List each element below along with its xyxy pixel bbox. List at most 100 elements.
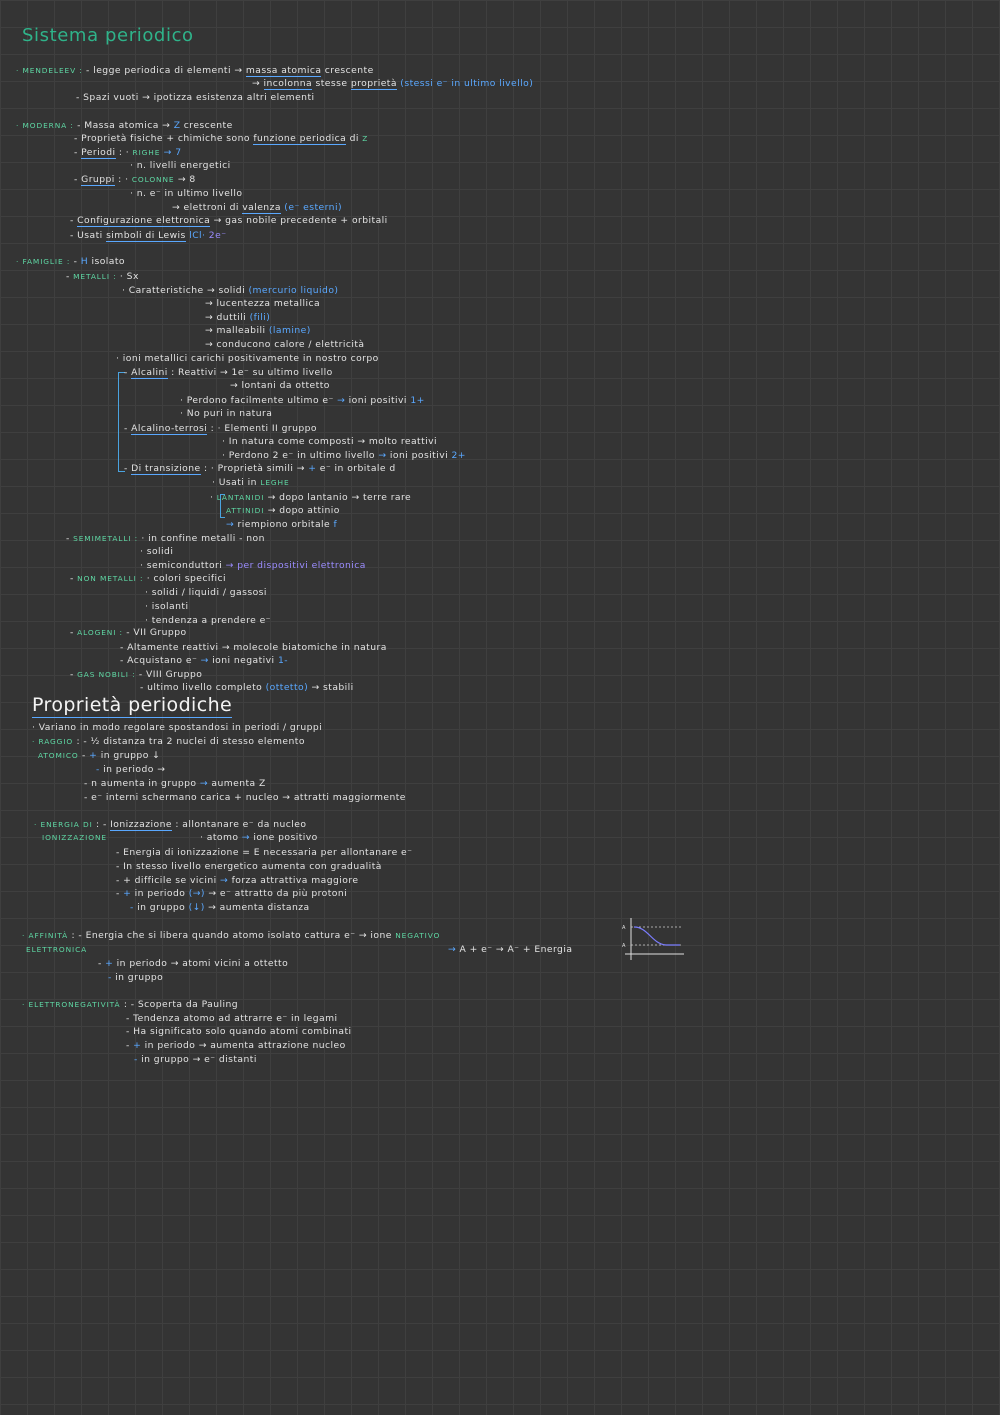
text-segment: : Reattivi → 1e⁻ su ultimo livello (167, 367, 333, 378)
text-segment: - (108, 972, 112, 983)
text-segment: - Proprietà fisiche + chimiche sono (74, 133, 254, 144)
bracket (220, 494, 225, 518)
text-segment: in periodo (131, 888, 189, 899)
text-segment: - (66, 271, 74, 282)
text-segment: · MENDELEEV : (16, 66, 83, 75)
text-segment: → (199, 778, 208, 789)
note-line: · No puri in natura (180, 408, 272, 420)
note-line: - Acquistano e⁻ → ioni negativi 1- (120, 655, 288, 667)
text-segment: Alcalini (131, 367, 168, 379)
note-line: - in periodo → (96, 764, 165, 776)
note-line: - in gruppo → e⁻ distanti (134, 1054, 257, 1066)
text-segment: → duttili (205, 312, 250, 323)
note-line: - in gruppo (↓) → aumenta distanza (130, 902, 310, 914)
note-line: - METALLI : · Sx (66, 271, 139, 283)
text-segment: (mercurio liquido) (248, 285, 339, 296)
text-segment: · ELETTRONEGATIVITÀ (22, 1000, 121, 1009)
text-segment: Di transizione (131, 463, 201, 475)
note-line-mendeleev: · MENDELEEV : - legge periodica di eleme… (16, 65, 374, 77)
text-segment: → gas nobile precedente + orbitali (210, 215, 388, 226)
text-segment: · isolanti (145, 601, 189, 612)
text-segment: in gruppo → e⁻ distanti (137, 1054, 257, 1065)
text-segment: - (70, 669, 78, 680)
text-segment: - (126, 1040, 134, 1051)
note-line: · ELETTRONEGATIVITÀ : - Scoperta da Paul… (22, 999, 238, 1011)
text-segment: · ENERGIA DI (34, 820, 93, 829)
text-segment: - (124, 463, 132, 474)
text-segment: simboli di Lewis (106, 230, 186, 242)
note-line: ATTINIDI → dopo attinio (226, 505, 340, 517)
text-segment: ione positivo (249, 832, 318, 843)
text-segment: → (220, 875, 229, 886)
text-segment: f (333, 519, 338, 530)
text-segment: : - ½ distanza tra 2 nuclei di stesso el… (73, 736, 305, 747)
text-segment: ATTINIDI (226, 506, 265, 515)
text-segment: 2e⁻ (205, 230, 227, 241)
note-line: - Configurazione elettronica → gas nobil… (70, 215, 388, 227)
text-segment: : allontanare e⁻ da nucleo (171, 819, 307, 830)
note-line: - In stesso livello energetico aumenta c… (116, 861, 382, 873)
text-segment: · in confine metalli - non (138, 533, 265, 544)
note-line: → malleabili (lamine) (205, 325, 311, 337)
note-line: · Perdono facilmente ultimo e⁻ → ioni po… (180, 395, 425, 407)
text-segment: · Usati in (212, 477, 261, 488)
note-line: - Tendenza atomo ad attrarre e⁻ in legam… (126, 1013, 338, 1025)
text-segment: in periodo → atomi vicini a ottetto (113, 958, 289, 969)
text-segment: · FAMIGLIE : (16, 257, 71, 266)
note-line: → incolonna stesse proprietà (stessi e⁻ … (252, 78, 533, 90)
note-line: · n. livelli energetici (130, 160, 231, 172)
text-segment: - VII Gruppo (122, 627, 187, 638)
note-line: - Gruppi : · COLONNE → 8 (74, 174, 196, 186)
text-segment: - (116, 888, 124, 899)
text-segment: + (89, 750, 98, 761)
text-segment: - (74, 174, 82, 185)
text-segment: ELETTRONICA (26, 945, 88, 954)
text-segment: → (252, 78, 264, 89)
text-segment: NON METALLI : (77, 574, 144, 583)
text-segment: LEGHE (260, 478, 290, 487)
text-segment: Alcalino-terrosi (131, 423, 208, 435)
text-segment: di (346, 133, 363, 144)
text-segment: SEMIMETALLI : (73, 534, 139, 543)
note-line: · Perdono 2 e⁻ in ultimo livello → ioni … (222, 450, 466, 462)
text-segment: riempiono orbitale (234, 519, 334, 530)
note-line: · In natura come composti → molto reatti… (222, 436, 437, 448)
note-line: · solidi (140, 546, 173, 558)
text-segment: - (96, 764, 100, 775)
text-segment: Z (173, 120, 181, 131)
text-segment: LANTANIDI (216, 493, 265, 502)
note-line: - Altamente reattivi → molecole biatomic… (120, 642, 387, 654)
text-segment: GAS NOBILI : (77, 670, 136, 679)
note-line: - + difficile se vicini → forza attratti… (116, 875, 358, 887)
text-segment: · AFFINITÀ (22, 931, 69, 940)
note-line: · Variano in modo regolare spostandosi i… (32, 722, 322, 734)
text-segment: Z (362, 134, 369, 143)
text-segment: valenza (242, 202, 281, 214)
text-segment: NEGATIVO (395, 931, 441, 940)
note-line: · isolanti (145, 601, 188, 613)
text-segment: - VIII Gruppo (135, 669, 203, 680)
text-segment: : · Elementi II gruppo (207, 423, 318, 434)
note-line-famiglie: · FAMIGLIE : - H isolato (16, 256, 125, 268)
text-segment: incolonna (263, 78, 313, 90)
text-segment: forza attrattiva maggiore (228, 875, 359, 886)
note-line: · atomo → ione positivo (200, 832, 318, 844)
text-segment: · No puri in natura (180, 408, 273, 419)
note-line: - Alcalini : Reattivi → 1e⁻ su ultimo li… (124, 367, 333, 379)
text-segment: : · (114, 174, 132, 185)
note-line: - NON METALLI : · colori specifici (70, 573, 226, 585)
note-line: - Periodi : · RIGHE → 7 (74, 147, 182, 159)
text-segment: → aumenta distanza (204, 902, 310, 913)
text-segment: · n. livelli energetici (130, 160, 231, 171)
text-segment: → (200, 655, 209, 666)
text-segment: + (308, 463, 317, 474)
text-segment: · (210, 492, 217, 503)
note-line: · LANTANIDI → dopo lantanio → terre rare (210, 492, 411, 504)
text-segment: - Massa atomica → (73, 120, 174, 131)
note-line: - ALOGENI : - VII Gruppo (70, 627, 187, 639)
text-segment: - (124, 367, 132, 378)
text-segment: Gruppi (81, 174, 115, 186)
text-segment: → (378, 450, 387, 461)
text-segment: - (70, 573, 78, 584)
text-segment: - (130, 902, 134, 913)
